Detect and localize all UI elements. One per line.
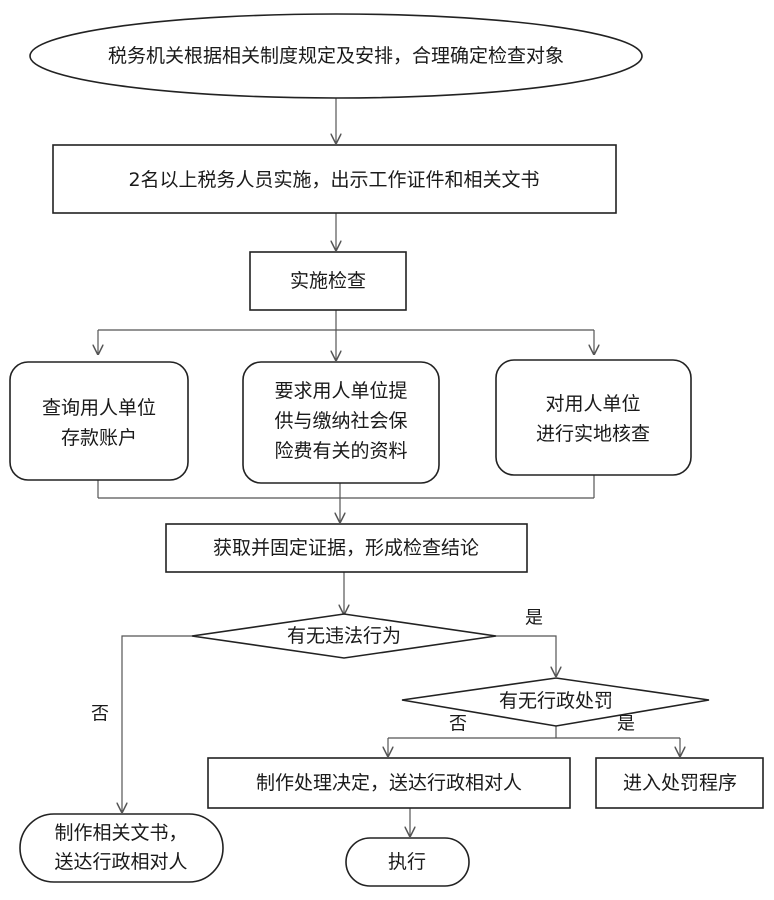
penalty-procedure-text: 进入处罚程序 (623, 772, 737, 794)
staff-box (52, 144, 617, 214)
node-penalty-procedure: 进入处罚程序 (595, 757, 764, 809)
node-no-violation-doc: 制作相关文书， 送达行政相对人 (19, 813, 224, 883)
no-violation-doc-text-line1: 制作相关文书， (54, 822, 187, 844)
node-execute: 执行 (345, 837, 470, 887)
query-text-line1: 查询用人单位 (42, 397, 156, 419)
request-text-line2: 供与缴纳社会保 (274, 410, 407, 432)
penalty-text: 有无行政处罚 (499, 690, 613, 712)
node-implement: 实施检查 (249, 251, 407, 311)
execute-text: 执行 (388, 851, 426, 873)
label-violation-yes: 是 (525, 608, 543, 629)
make-decision-box (207, 757, 571, 809)
query-box (9, 361, 189, 481)
make-decision-text: 制作处理决定，送达行政相对人 (256, 772, 522, 794)
label-penalty-yes: 是 (617, 714, 635, 735)
label-violation-no: 否 (91, 704, 109, 725)
connectors (98, 98, 680, 836)
node-violation-decision: 有无违法行为 (191, 613, 497, 659)
onsite-text-line2: 进行实地核查 (536, 423, 650, 445)
node-make-decision: 制作处理决定，送达行政相对人 (207, 757, 571, 809)
start-ellipse (29, 13, 643, 99)
node-query: 查询用人单位 存款账户 (9, 361, 189, 481)
request-text-line1: 要求用人单位提 (274, 380, 407, 402)
node-onsite: 对用人单位 进行实地核查 (495, 359, 692, 476)
request-text-line3: 险费有关的资料 (274, 440, 407, 462)
staff-text: 2名以上税务人员实施，出示工作证件和相关文书 (128, 169, 539, 191)
label-penalty-no: 否 (449, 714, 467, 735)
arrow-violation-yes (496, 635, 556, 676)
violation-text: 有无违法行为 (287, 625, 401, 647)
no-violation-doc-text-line2: 送达行政相对人 (54, 851, 187, 873)
start-text: 税务机关根据相关制度规定及安排，合理确定检查对象 (108, 45, 564, 67)
node-evidence: 获取并固定证据，形成检查结论 (165, 523, 528, 573)
execute-box (345, 837, 470, 887)
node-staff: 2名以上税务人员实施，出示工作证件和相关文书 (52, 144, 617, 214)
arrow-violation-no (122, 635, 192, 812)
node-start: 税务机关根据相关制度规定及安排，合理确定检查对象 (29, 13, 643, 99)
violation-diamond (191, 613, 497, 659)
evidence-box (165, 523, 528, 573)
onsite-box (495, 359, 692, 476)
penalty-diamond (401, 677, 710, 727)
evidence-text: 获取并固定证据，形成检查结论 (213, 537, 479, 559)
implement-text: 实施检查 (290, 270, 366, 292)
node-penalty-decision: 有无行政处罚 (401, 677, 710, 727)
implement-box (249, 251, 407, 311)
node-request: 要求用人单位提 供与缴纳社会保 险费有关的资料 (242, 361, 440, 484)
onsite-text-line1: 对用人单位 (545, 393, 640, 415)
request-box (242, 361, 440, 484)
no-violation-doc-box (19, 813, 224, 883)
penalty-procedure-box (595, 757, 764, 809)
query-text-line2: 存款账户 (61, 427, 137, 449)
